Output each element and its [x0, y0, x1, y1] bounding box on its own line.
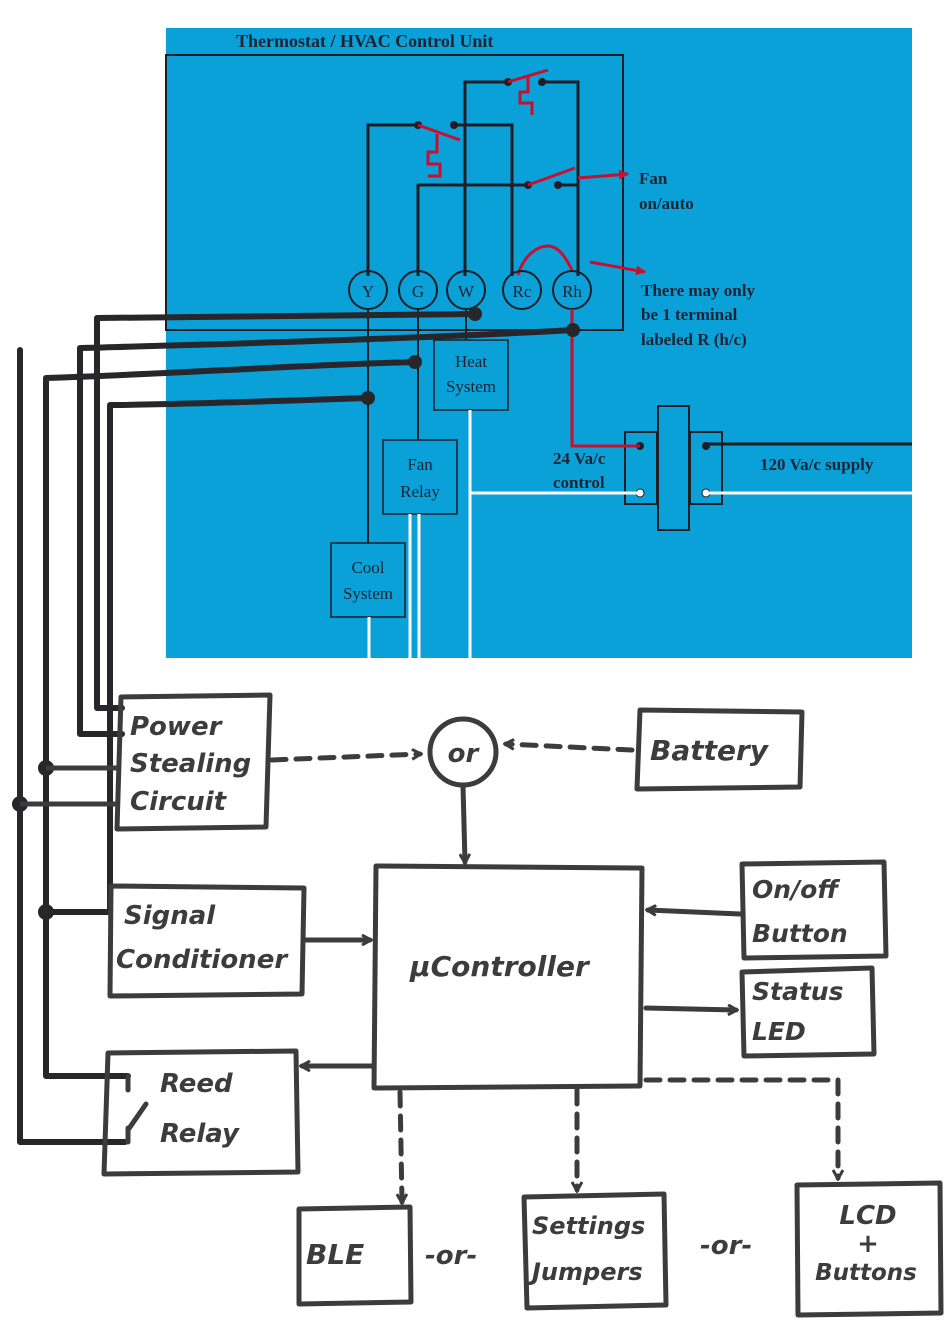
power-stealing-label-3: Circuit [130, 787, 228, 817]
signal-conditioner-label-1: Signal [124, 901, 216, 931]
fan-relay-label-2: Relay [400, 482, 440, 501]
fan-note-line2: on/auto [639, 194, 694, 213]
r-note-line1: There may only [641, 281, 755, 300]
fan-relay-label-1: Fan [407, 455, 433, 474]
or-gate-label: or [448, 739, 481, 769]
status-led-label-2: LED [752, 1017, 806, 1046]
reed-relay-label-2: Relay [160, 1119, 240, 1149]
internal-wiring [366, 80, 580, 276]
ble-label: BLE [306, 1238, 364, 1271]
control-label-2: control [553, 473, 605, 492]
cool-system-label-2: System [343, 584, 393, 603]
svg-text:W: W [458, 282, 475, 301]
r-note-arrow [589, 260, 646, 276]
or-separator-1: -or- [425, 1241, 477, 1271]
heat-system-label-2: System [446, 377, 496, 396]
svg-text:Rh: Rh [562, 282, 582, 301]
power-stealing-label-1: Power [130, 712, 224, 742]
lcd-buttons-label-1: LCD [839, 1201, 896, 1231]
power-stealing-label-2: Stealing [130, 749, 251, 779]
battery-label: Battery [650, 734, 770, 767]
r-note-line3: labeled R (h/c) [641, 330, 747, 349]
status-led-label-1: Status [752, 977, 843, 1006]
onoff-button-label-1: On/off [752, 875, 840, 904]
hvac-title: Thermostat / HVAC Control Unit [236, 31, 493, 51]
controller-label: μController [409, 950, 591, 983]
lcd-buttons-label-2: + [857, 1229, 879, 1259]
onoff-button-label-2: Button [752, 919, 848, 948]
transformer [624, 405, 723, 531]
psc-feed-wires [20, 765, 117, 807]
r-note-line2: be 1 terminal [641, 305, 738, 324]
supply-label: 120 Va/c supply [760, 455, 874, 474]
fan-arrow [577, 169, 629, 180]
bimetal-switches [417, 68, 576, 187]
rh-to-transformer-wire [570, 309, 640, 448]
reed-relay-label-1: Reed [160, 1069, 233, 1099]
svg-text:Rc: Rc [513, 282, 532, 301]
control-label-1: 24 Va/c [553, 449, 606, 468]
thermostat-leads [17, 311, 576, 1145]
cool-system-label-1: Cool [351, 558, 384, 577]
rc-rh-jumper [516, 244, 574, 276]
svg-text:G: G [412, 282, 424, 301]
settings-jumpers-label-1: Settings [532, 1212, 645, 1240]
control-unit-box [165, 54, 624, 331]
terminal-rc: Rc [502, 270, 542, 310]
fan-note-line1: Fan [639, 169, 668, 188]
lcd-buttons-label-3: Buttons [815, 1260, 917, 1286]
heat-system-label-1: Heat [455, 352, 487, 371]
common-wiring [367, 410, 912, 660]
or-separator-2: -or- [700, 1231, 752, 1261]
block-arrows [269, 744, 838, 1202]
svg-text:Y: Y [362, 282, 374, 301]
signal-conditioner-label-2: Conditioner [116, 945, 289, 975]
settings-jumpers-label-2: Jumpers [528, 1258, 643, 1286]
reed-switch [125, 1073, 149, 1145]
block-boxes [101, 692, 944, 1318]
